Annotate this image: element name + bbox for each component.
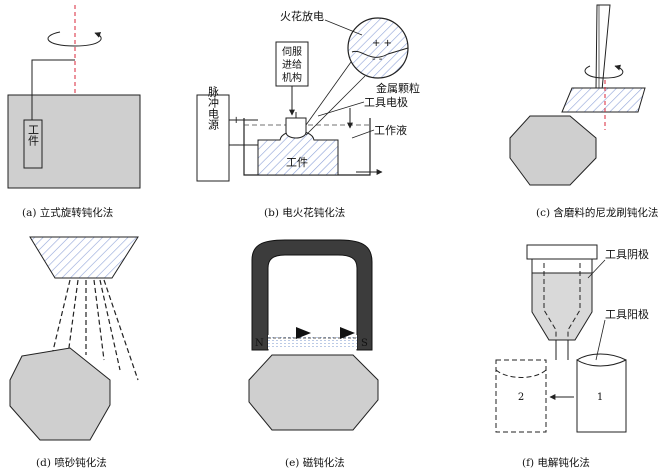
brush-rotation-icon (584, 64, 624, 79)
tool-number-2: 2 (518, 392, 524, 403)
workpiece-block-a (23, 119, 43, 169)
spark-label: 火花放电 (280, 9, 324, 23)
caption-a: (a) 立式旋转钝化法 (22, 206, 113, 219)
tool-number-1: 1 (597, 392, 603, 403)
panel-f: 工具阴极 工具阳极 1 2 (f) 电解钝化法 (495, 244, 649, 469)
workpiece-label-a: 工件 (27, 124, 40, 147)
cathode-body (531, 258, 593, 274)
north-pole-label: N (255, 338, 264, 349)
fluid-label: 工作液 (374, 123, 407, 137)
sand-streams (51, 279, 139, 381)
caption-b: (b) 电火花钝化法 (264, 206, 345, 219)
cathode-label: 工具阴极 (605, 247, 649, 261)
flow-arrow-2 (340, 327, 355, 339)
workpiece-label-b: 工件 (286, 156, 308, 169)
tool-electrode (285, 117, 307, 139)
workpiece-2 (495, 359, 547, 433)
panel-c: (c) 含磨料的尼龙刷钝化法 (509, 4, 658, 219)
cathode-cap (526, 244, 598, 260)
panel-b: 脉冲电源 + − 伺服 进给 机构 伺服进给机构 工件 + + - - 火花放电 (196, 9, 420, 219)
workpiece-c (509, 115, 597, 186)
panel-e: N S (e) 磁钝化法 (248, 239, 379, 469)
servo-line-3: 机构 (282, 71, 302, 84)
caption-e: (e) 磁钝化法 (285, 456, 345, 469)
pulse-power-label: 脉冲电源 (207, 85, 220, 131)
holder-wire-a (31, 59, 75, 120)
svg-text:+ +: + + (372, 38, 392, 49)
pulse-power-box (196, 94, 230, 182)
caption-d: (d) 喷砂钝化法 (36, 456, 107, 469)
caption-f: (f) 电解钝化法 (522, 456, 590, 469)
south-pole-label: S (361, 338, 368, 349)
sandblast-nozzle (29, 236, 139, 279)
panel-d: (d) 喷砂钝化法 (9, 236, 139, 469)
nylon-brush-head (561, 87, 646, 113)
svg-text:- -: - - (372, 54, 383, 65)
magnetic-abrasive (268, 335, 357, 349)
caption-c: (c) 含磨料的尼龙刷钝化法 (536, 206, 658, 219)
rotation-arrow-icon (47, 31, 102, 47)
panel-a: 工件 (a) 立式旋转钝化法 (7, 5, 141, 219)
servo-line-1: 伺服 (282, 45, 302, 58)
anode-label: 工具阳极 (605, 307, 649, 321)
flow-arrow-1 (296, 327, 311, 339)
horseshoe-magnet (251, 239, 373, 351)
servo-box (275, 41, 309, 87)
particles-label: 金属颗粒 (376, 81, 420, 95)
cathode-tool (531, 272, 593, 341)
anode-tool-1 (576, 359, 627, 433)
servo-line-2: 进给 (282, 58, 302, 71)
workpiece-e (248, 354, 379, 431)
workpiece-d (9, 347, 111, 441)
electrode-label: 工具电极 (364, 95, 408, 109)
